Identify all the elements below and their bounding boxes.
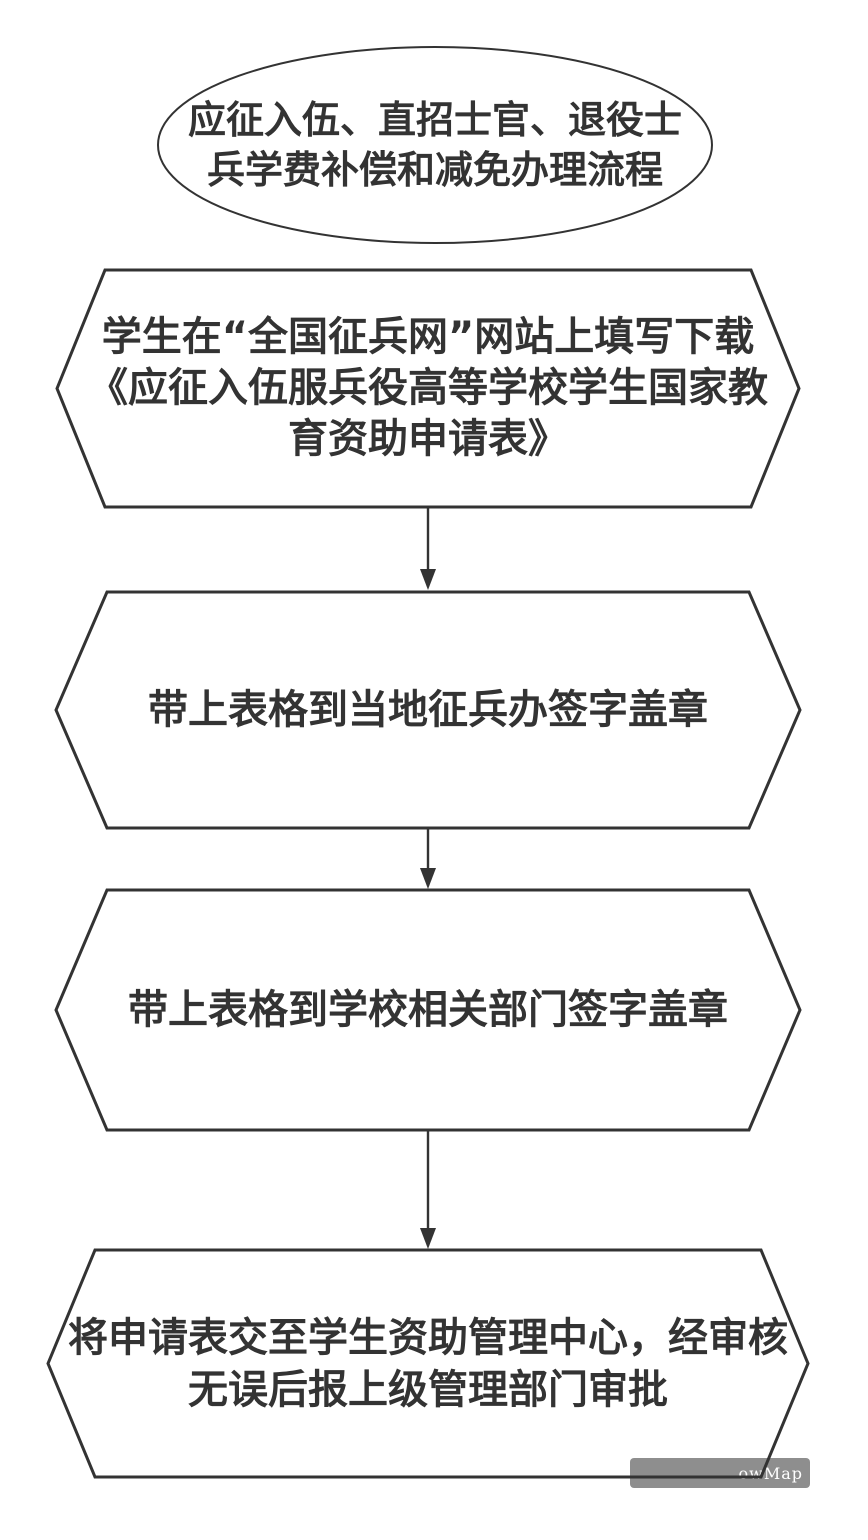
step3-node-label: 带上表格到学校相关部门签字盖章 [128, 986, 728, 1033]
arrow-down-icon [420, 868, 436, 889]
step1-node-label: 学生在“全国征兵网”网站上填写下载 《应征入伍服兵役高等学校学生国家教 育资助申… [88, 314, 768, 462]
step4-node-label: 将申请表交至学生资助管理中心，经审核 无误后报上级管理部门审批 [68, 1314, 788, 1413]
connector-arrow-3 [420, 1130, 436, 1249]
arrow-down-icon [420, 1228, 436, 1249]
connector-arrow-2 [420, 828, 436, 889]
step2-node-label: 带上表格到当地征兵办签字盖章 [148, 686, 708, 733]
connector-arrow-1 [420, 507, 436, 590]
arrow-down-icon [420, 569, 436, 590]
start-node-label: 应征入伍、直招士官、退役士 兵学费补偿和减免办理流程 [187, 98, 682, 192]
